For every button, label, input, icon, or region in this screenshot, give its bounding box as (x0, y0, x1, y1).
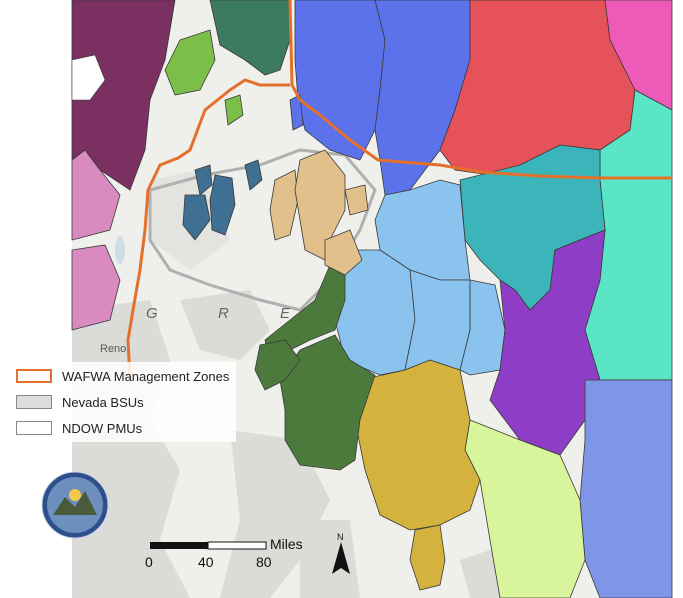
pmu-purple (489, 229, 606, 456)
city-label-reno: Reno (100, 343, 126, 355)
pmu-gold (354, 359, 481, 531)
pmu-pink-south (71, 244, 121, 331)
pmu-lightblue-mid (404, 269, 471, 371)
legend-swatch-zone-line (16, 369, 52, 383)
lake (115, 236, 125, 264)
legend-swatch-bsu-fill (16, 395, 52, 409)
pmu-green-light (164, 29, 216, 96)
legend-swatch-pmu-outline (16, 421, 52, 435)
wafwa-zone-boundary (126, 78, 290, 381)
pmu-olive-south (279, 334, 376, 471)
pmu-steelblue (182, 194, 211, 241)
legend-label: Nevada BSUs (62, 394, 144, 410)
pmu-pink (71, 149, 121, 241)
scale-unit-label: Miles (270, 536, 303, 552)
pmu-olive-west (254, 339, 301, 391)
legend-item-wafwa-zones: WAFWA Management Zones (16, 367, 229, 385)
legend-label: NDOW PMUs (62, 420, 143, 436)
basin-letter: E (280, 305, 291, 322)
legend-item-nevada-bsus: Nevada BSUs (16, 393, 144, 411)
legend-item-ndow-pmus: NDOW PMUs (16, 419, 142, 437)
pmu-tan (269, 169, 299, 241)
wafwa-zone-boundary (288, 0, 672, 180)
pmu-maroon-inset (71, 54, 106, 101)
scale-tick-label: 0 (145, 554, 153, 570)
legend-label: WAFWA Management Zones (62, 368, 230, 384)
north-arrow-icon (332, 542, 350, 574)
scale-bar (150, 541, 267, 550)
basin-letter: R (218, 305, 229, 322)
pmu-green-light-small (224, 94, 244, 126)
pmu-steelblue (209, 174, 236, 236)
pmu-tan (324, 229, 363, 276)
nevada-state-seal-icon (41, 471, 109, 539)
pmu-tan (344, 184, 369, 216)
pmu-steelblue (244, 159, 263, 191)
pmu-steelblue (194, 164, 213, 196)
basin-letter: G (146, 305, 158, 322)
pmu-lightblue-east (459, 279, 506, 376)
north-arrow-label: N (337, 532, 344, 542)
pmu-periwinkle (579, 379, 673, 598)
pmu-gold-south (409, 524, 446, 591)
scale-tick-label: 40 (198, 554, 214, 570)
scale-tick-label: 80 (256, 554, 272, 570)
